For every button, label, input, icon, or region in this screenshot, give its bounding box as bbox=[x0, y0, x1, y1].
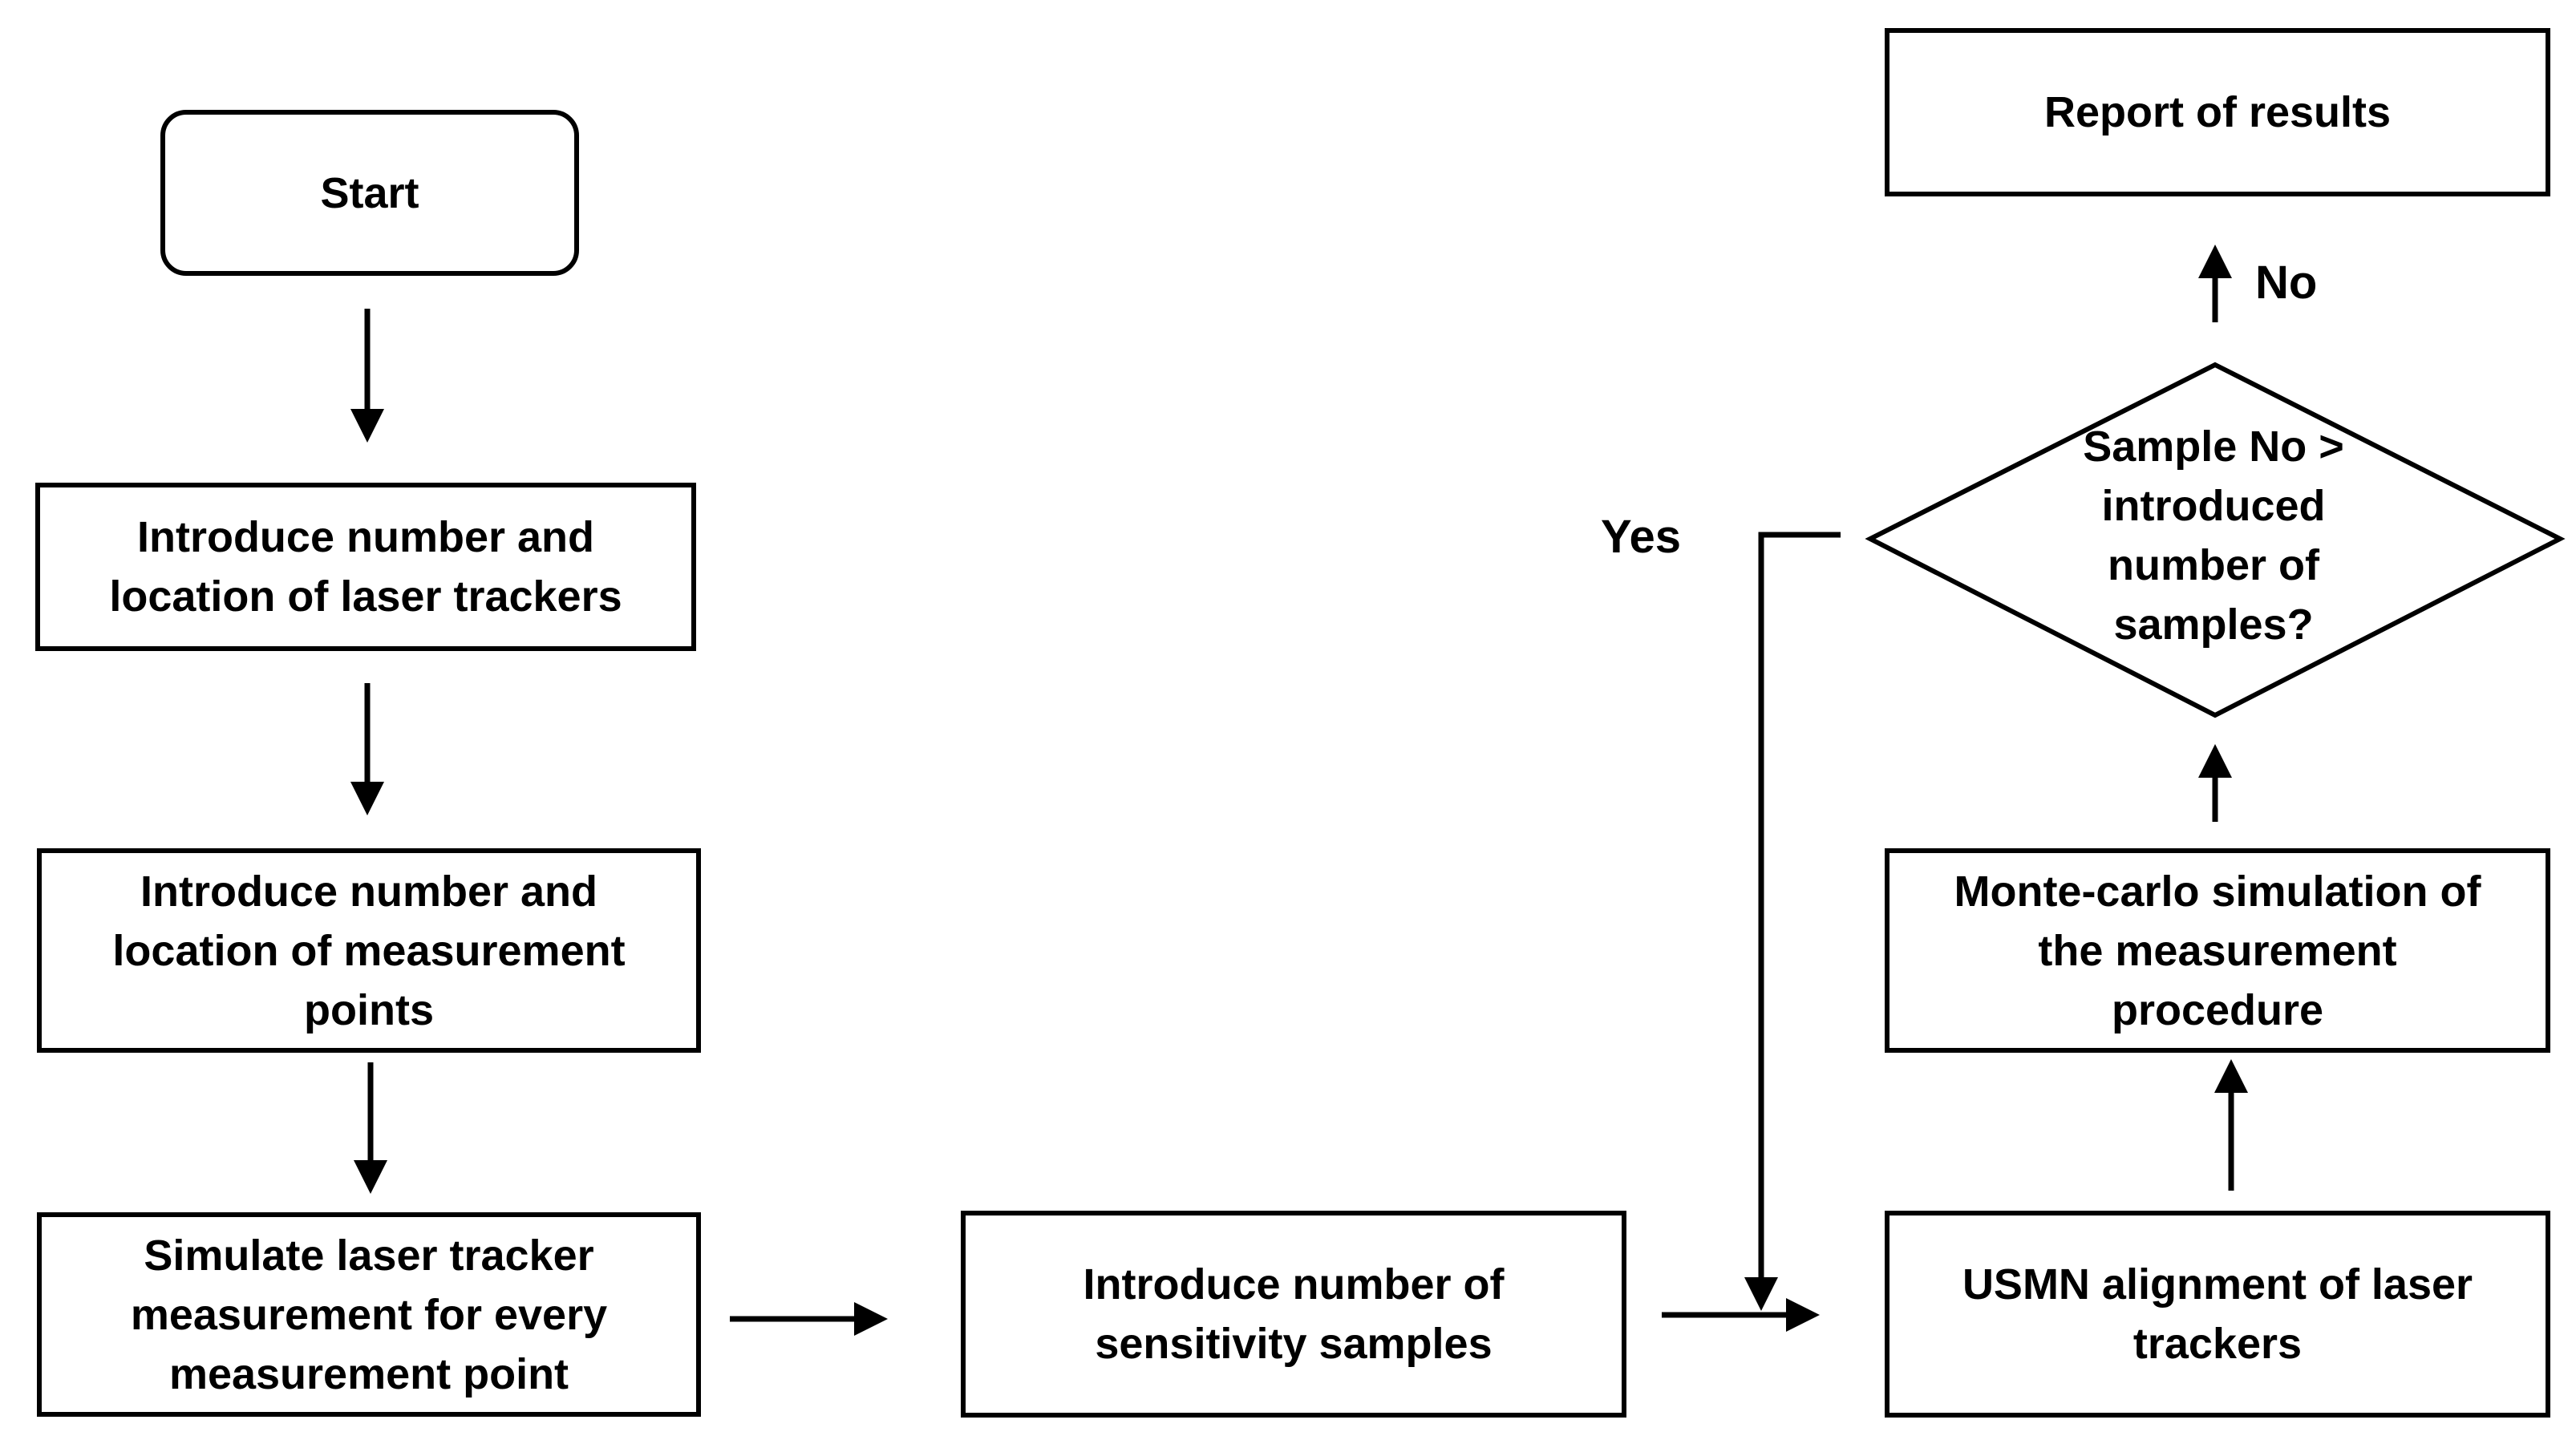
yes-label: Yes bbox=[1601, 511, 1681, 563]
no-label: No bbox=[2255, 257, 2318, 309]
decision-diamond bbox=[1865, 362, 2566, 718]
start-node: Start bbox=[160, 110, 579, 276]
simulate-node: Simulate laser tracker measurement for e… bbox=[37, 1212, 701, 1417]
measurement-points-node-label: Introduce number and location of measure… bbox=[112, 867, 626, 1034]
sensitivity-node: Introduce number of sensitivity samples bbox=[961, 1211, 1626, 1418]
usmn-node-label: USMN alignment of laser trackers bbox=[1962, 1260, 2473, 1368]
sensitivity-node-label: Introduce number of sensitivity samples bbox=[1083, 1260, 1505, 1368]
start-node-label: Start bbox=[320, 168, 419, 217]
monte-carlo-node: Monte-carlo simulation of the measuremen… bbox=[1885, 848, 2550, 1053]
laser-trackers-node: Introduce number and location of laser t… bbox=[35, 483, 696, 651]
report-node-label: Report of results bbox=[2043, 88, 2392, 136]
laser-trackers-node-label: Introduce number and location of laser t… bbox=[109, 513, 622, 621]
usmn-node: USMN alignment of laser trackers bbox=[1885, 1211, 2550, 1418]
decision-node-label: Sample No > introduced number of samples… bbox=[2083, 423, 2344, 649]
monte-carlo-node-label: Monte-carlo simulation of the measuremen… bbox=[1954, 867, 2481, 1034]
yes-loop-connector bbox=[1744, 532, 1841, 1311]
simulate-node-label: Simulate laser tracker measurement for e… bbox=[130, 1231, 608, 1398]
measurement-points-node: Introduce number and location of measure… bbox=[37, 848, 701, 1053]
report-node: Report of results bbox=[1885, 28, 2550, 196]
